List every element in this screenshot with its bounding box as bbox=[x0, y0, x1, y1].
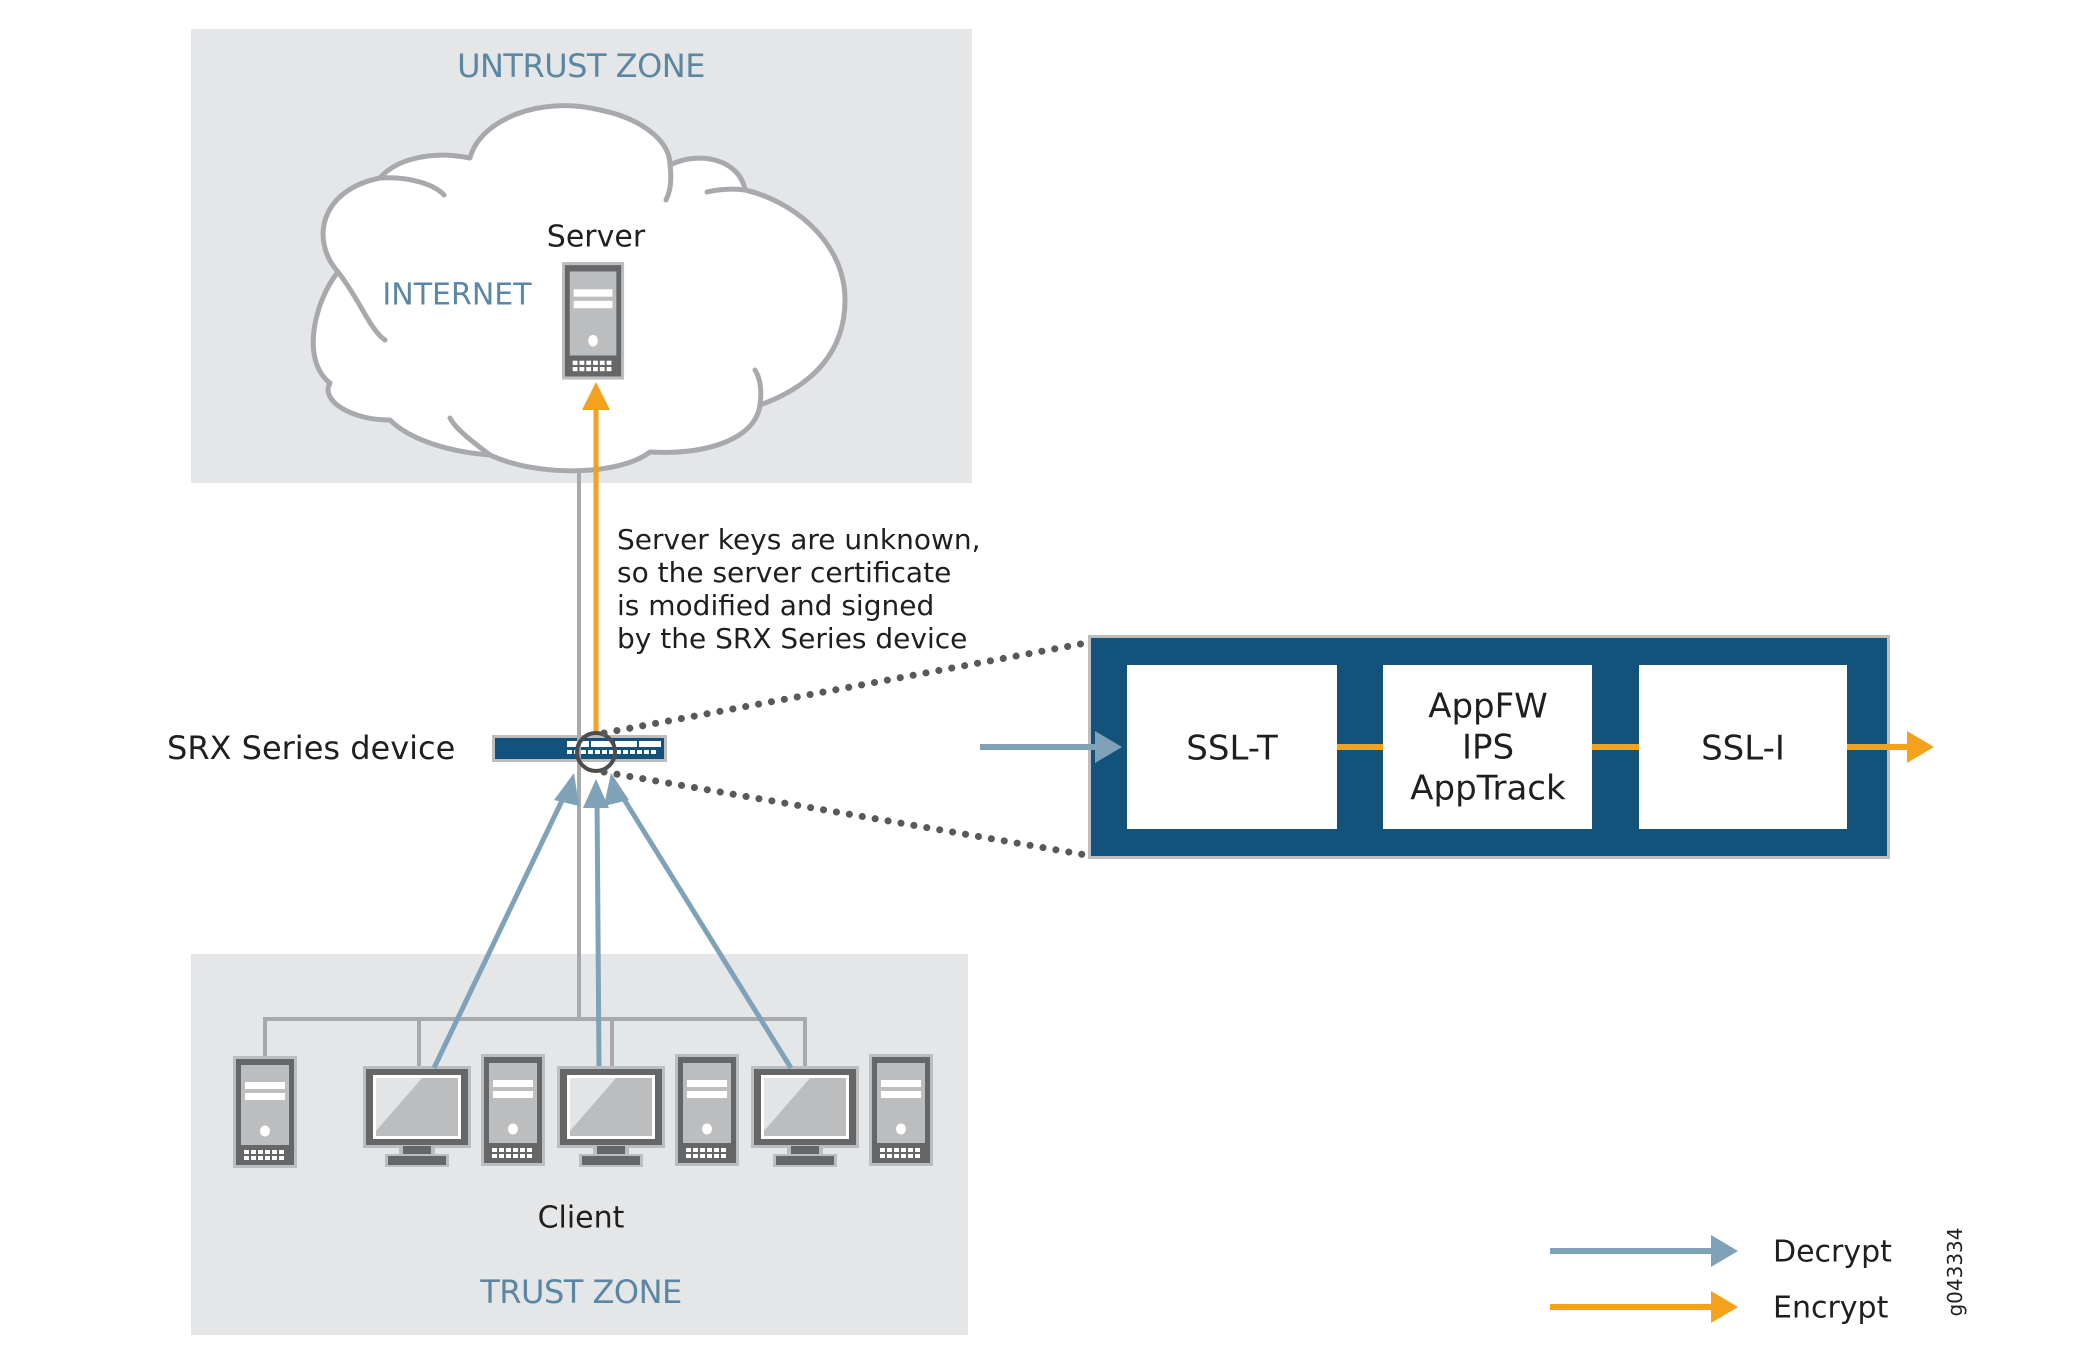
certificate-note: Server keys are unknown, so the server c… bbox=[617, 523, 981, 655]
srx-device-icon bbox=[492, 731, 667, 773]
decrypt-arrows-from-clients bbox=[431, 786, 794, 1070]
legend-decrypt-label: Decrypt bbox=[1773, 1235, 1892, 1270]
lan-bus bbox=[263, 1017, 807, 1066]
legend: Decrypt Encrypt bbox=[1550, 1235, 1892, 1326]
client-tower-icon-1 bbox=[233, 1056, 297, 1168]
stage-apptrack-label: AppTrack bbox=[1410, 769, 1566, 809]
stage-ssl-t: SSL-T bbox=[1127, 665, 1337, 829]
client-tower-icon-4 bbox=[869, 1054, 933, 1166]
client-tower-icon-2 bbox=[481, 1054, 545, 1166]
stage-ssl-i-label: SSL-I bbox=[1701, 729, 1785, 769]
stage-ips-label: IPS bbox=[1462, 728, 1514, 768]
note-line-2: so the server certificate bbox=[617, 556, 951, 589]
pipeline-output-arrow bbox=[1847, 731, 1934, 763]
legend-encrypt-label: Encrypt bbox=[1773, 1291, 1889, 1326]
srx-label: SRX Series device bbox=[167, 729, 455, 767]
client-tower-icon-3 bbox=[675, 1054, 739, 1166]
zoom-callout-lines bbox=[600, 639, 1090, 859]
untrust-zone: UNTRUST ZONE INTERNET Server bbox=[191, 29, 972, 483]
note-line-4: by the SRX Series device bbox=[617, 622, 967, 655]
internet-label: INTERNET bbox=[382, 278, 532, 313]
untrust-zone-title: UNTRUST ZONE bbox=[457, 47, 705, 85]
server-icon bbox=[562, 262, 625, 380]
server-label: Server bbox=[547, 220, 646, 255]
note-line-1: Server keys are unknown, bbox=[617, 523, 981, 556]
note-line-3: is modified and signed bbox=[617, 589, 934, 622]
client-label: Client bbox=[538, 1201, 625, 1236]
legend-item-decrypt: Decrypt bbox=[1550, 1235, 1892, 1270]
inspection-pipeline-panel: SSL-T AppFW IPS AppTrack SSL-I bbox=[1088, 635, 1890, 859]
pipeline-input-arrow bbox=[980, 731, 1122, 763]
trust-zone-title: TRUST ZONE bbox=[479, 1273, 682, 1311]
encrypt-arrow-to-server bbox=[582, 382, 610, 742]
stage-ssl-i: SSL-I bbox=[1639, 665, 1847, 829]
decrypt-arrowheads bbox=[554, 773, 629, 808]
stage-ssl-t-label: SSL-T bbox=[1186, 729, 1278, 769]
figure-id: g043334 bbox=[1943, 1227, 1967, 1316]
legend-item-encrypt: Encrypt bbox=[1550, 1291, 1889, 1326]
stage-security-services: AppFW IPS AppTrack bbox=[1383, 665, 1592, 829]
magnify-circle bbox=[575, 731, 617, 773]
stage-appfw-label: AppFW bbox=[1428, 687, 1548, 727]
